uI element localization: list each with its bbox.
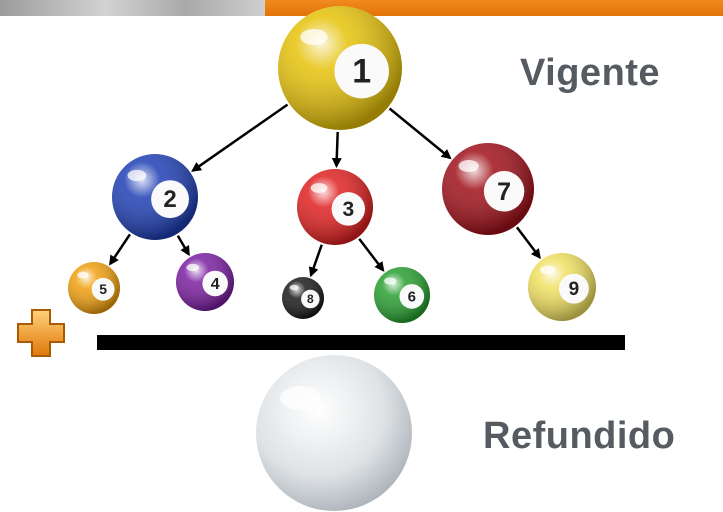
edge-2-4 (176, 235, 190, 257)
ball-number: 9 (569, 279, 580, 300)
ball-3: 3 (297, 169, 373, 245)
label-refundido: Refundido (483, 415, 676, 457)
label-vigente: Vigente (520, 52, 661, 94)
edge-1-3 (331, 131, 342, 169)
ball-2: 2 (112, 154, 198, 240)
ball-6: 6 (374, 267, 430, 323)
ball-9: 9 (528, 253, 596, 321)
edge-1-7 (388, 107, 452, 160)
ball-4: 4 (176, 253, 234, 311)
edge-3-8 (308, 244, 323, 278)
ball-number: 8 (307, 292, 314, 306)
separator-line (97, 335, 625, 350)
ball-7: 7 (442, 143, 534, 235)
ball-number: 2 (163, 186, 176, 213)
merged-ball (256, 355, 412, 511)
header-texture-strip (0, 0, 265, 16)
ball-8: 8 (282, 277, 324, 319)
edge-7-9 (515, 226, 541, 260)
ball-number: 5 (99, 281, 107, 297)
edge-2-5 (109, 233, 131, 266)
header-accent-bar (265, 0, 723, 16)
ball-number: 6 (408, 289, 416, 306)
ball-1: 1 (278, 6, 402, 130)
edge-1-2 (191, 103, 289, 172)
ball-number: 1 (352, 53, 371, 91)
ball-number: 4 (211, 276, 220, 293)
plus-icon (17, 309, 65, 357)
ball-5: 5 (68, 262, 120, 314)
edge-3-6 (358, 238, 385, 272)
ball-number: 3 (342, 198, 354, 221)
ball-number: 7 (497, 178, 511, 206)
